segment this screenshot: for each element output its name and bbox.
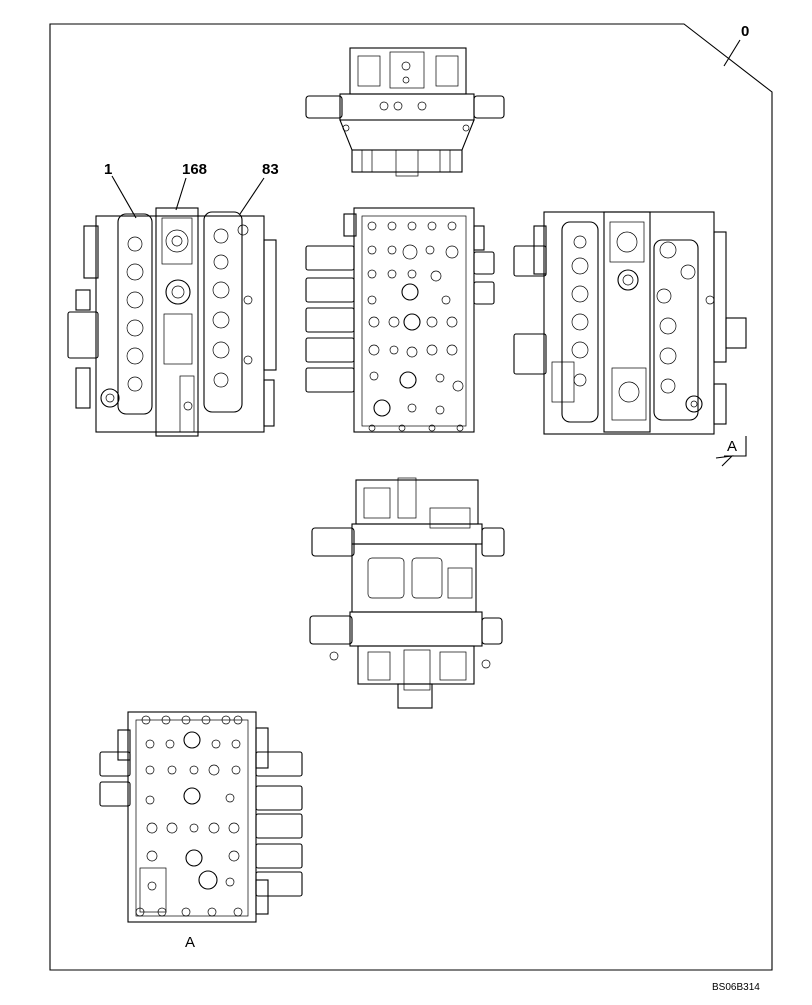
leader-1: [111, 175, 137, 219]
valve-view-a: [99, 711, 303, 923]
callout-83: 83: [262, 161, 279, 178]
corner-ref-leader: [723, 39, 741, 67]
view-a-label: A: [185, 934, 196, 951]
view-arrow-icon: [715, 436, 747, 467]
leader-168: [175, 177, 187, 211]
valve-left-side-view: [67, 207, 277, 437]
callout-1: 1: [104, 161, 113, 178]
valve-middle-side-view: [309, 477, 505, 709]
valve-front-view: [305, 207, 495, 433]
image-code: BS06B314: [712, 982, 760, 993]
callout-168: 168: [182, 161, 208, 178]
valve-right-side-view: [513, 211, 747, 435]
section-arrow-label: A: [727, 438, 738, 455]
valve-top-view: [305, 47, 505, 177]
leader-83: [239, 177, 265, 215]
corner-ref-label: 0: [741, 23, 750, 40]
drawing-frame: [49, 23, 773, 971]
